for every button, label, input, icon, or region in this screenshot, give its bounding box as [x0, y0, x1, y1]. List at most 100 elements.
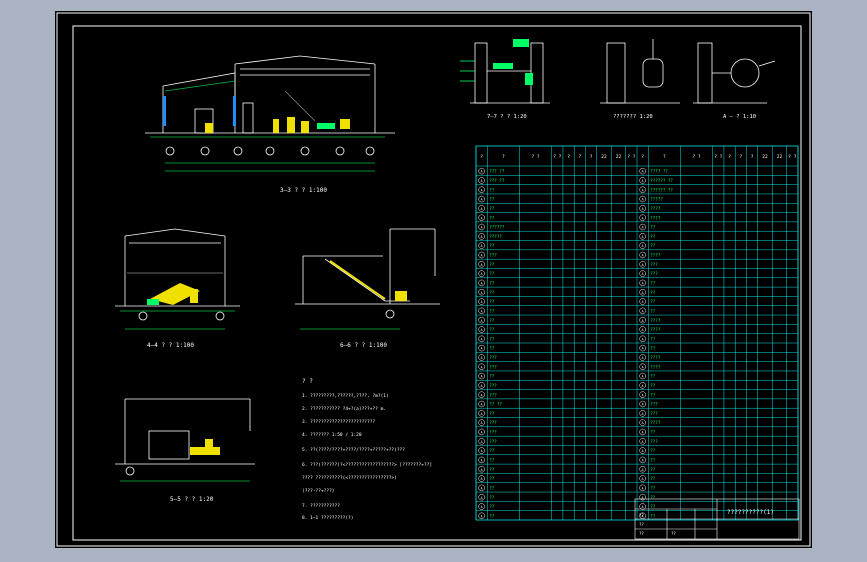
- title-block-row: ??: [671, 531, 676, 536]
- table-row-marker: [639, 382, 646, 389]
- table-row-marker: [478, 512, 485, 520]
- table-row-code: A: [481, 431, 483, 435]
- table-row-name: ???: [650, 271, 658, 276]
- note-line: (???-??+???): [302, 488, 335, 494]
- table-row-code: A: [481, 449, 483, 453]
- table-row-marker: [639, 391, 646, 398]
- detail-7-view: [460, 42, 550, 104]
- table-row-name: ??: [650, 290, 656, 295]
- table-row-name: ??: [650, 485, 656, 490]
- table-row-marker: [478, 428, 485, 436]
- section-6-caption: 6—6 ? ? 1:100: [340, 342, 387, 349]
- table-row-code: A: [481, 272, 483, 276]
- table-row-marker: [478, 484, 485, 492]
- table-row-name: ??: [489, 448, 495, 453]
- table-row-name: ????: [650, 318, 661, 323]
- table-row-code: A: [642, 179, 644, 183]
- table-row-code: A: [642, 254, 644, 258]
- section-4-caption: 4—4 ? ? 1:100: [147, 342, 194, 349]
- table-row-name: ????: [650, 420, 661, 425]
- table-row-marker: [639, 354, 646, 361]
- table-header-cell: ? ?: [627, 154, 635, 160]
- table-row-code: A: [642, 263, 644, 267]
- table-row-marker: [639, 186, 646, 193]
- table-row-marker: [478, 177, 485, 184]
- table-row-marker: [639, 410, 646, 417]
- table-row-name: ??: [650, 430, 656, 435]
- table-row-name: ???: [489, 355, 497, 360]
- table-row-name: ???: [489, 420, 497, 425]
- table-row-code: A: [642, 216, 644, 220]
- table-row-marker: [639, 428, 646, 436]
- table-row-name: ??? ??: [489, 169, 505, 174]
- table-row-marker: [639, 438, 646, 445]
- table-header-cell: ?: [728, 154, 731, 160]
- table-row-code: A: [642, 514, 644, 518]
- table-row-name: ??: [650, 234, 656, 239]
- table-row-name: ??: [489, 271, 495, 276]
- table-row-code: A: [481, 179, 483, 183]
- table-row-code: A: [481, 300, 483, 304]
- table-row-code: A: [481, 393, 483, 397]
- table-row-name: ??: [489, 346, 495, 351]
- note-line: 5. ??(????/????+????/????+?????+??)???: [302, 447, 405, 453]
- table-row-name: ??: [650, 513, 656, 518]
- table-row-code: A: [481, 486, 483, 490]
- table-row-name: ??: [650, 495, 656, 500]
- table-row-code: A: [481, 328, 483, 332]
- table-row-marker: [478, 261, 485, 268]
- table-row-name: ?????? ??: [650, 178, 673, 183]
- table-row-code: A: [481, 468, 483, 472]
- table-row-marker: [478, 400, 485, 408]
- table-row-name: ?? ??: [489, 402, 502, 407]
- table-row-marker: [639, 298, 646, 305]
- table-row-code: A: [481, 235, 483, 239]
- notes-block: ? ? 1. ?????????,??????,????, ?m?(1) 2. …: [302, 378, 432, 521]
- sheet-border: [56, 12, 811, 547]
- table-row-code: A: [642, 226, 644, 230]
- table-row-name: ??????: [489, 225, 505, 230]
- detail-7-caption: 7—7 ? ? 1:20: [487, 114, 527, 120]
- table-row-name: ?????: [489, 234, 502, 239]
- table-row-code: A: [481, 384, 483, 388]
- table-row-code: A: [642, 356, 644, 360]
- table-row-marker: [478, 288, 485, 296]
- table-row-code: A: [642, 421, 644, 425]
- section-6-equipment: [329, 260, 407, 301]
- table-row-code: A: [642, 235, 644, 239]
- table-row-marker: [639, 419, 646, 426]
- table-row-name: ???: [650, 439, 658, 444]
- table-row-marker: [478, 391, 485, 398]
- table-row-code: A: [642, 496, 644, 500]
- table-row-name: ?????: [650, 197, 663, 202]
- drawing-frame: [72, 25, 802, 541]
- table-row-name: ????: [650, 253, 661, 258]
- table-row-code: A: [642, 328, 644, 332]
- table-row-code: A: [642, 458, 644, 462]
- table-row-marker: [639, 503, 646, 510]
- table-row-code: A: [481, 254, 483, 258]
- title-block-title: ??????????(1): [727, 509, 774, 516]
- table-row-name: ???: [489, 383, 497, 388]
- table-row-marker: [478, 344, 485, 352]
- table-row-marker: [478, 251, 485, 259]
- table-header-cell: ?: [578, 154, 581, 160]
- table-row-code: A: [481, 412, 483, 416]
- detail-8-view: [600, 39, 680, 104]
- table-row-code: A: [481, 319, 483, 323]
- table-row-name: ??: [489, 206, 495, 211]
- note-line: 3. ????????????????????????: [302, 419, 375, 425]
- note-line: ???? ??????????(<????????????????>): [302, 475, 397, 481]
- notes-heading: ? ?: [302, 378, 313, 385]
- table-row-name: ???? ??: [650, 169, 668, 174]
- table-header-cell: ?: [641, 154, 644, 160]
- section-6-view: [295, 228, 440, 330]
- table-row-name: ???: [489, 430, 497, 435]
- table-header-cell: ?: [502, 154, 505, 160]
- table-row-name: ??: [489, 308, 495, 313]
- table-row-marker: [639, 447, 646, 454]
- table-row-name: ??: [650, 336, 656, 341]
- table-row-code: A: [481, 309, 483, 313]
- table-row-name: ??: [489, 504, 495, 509]
